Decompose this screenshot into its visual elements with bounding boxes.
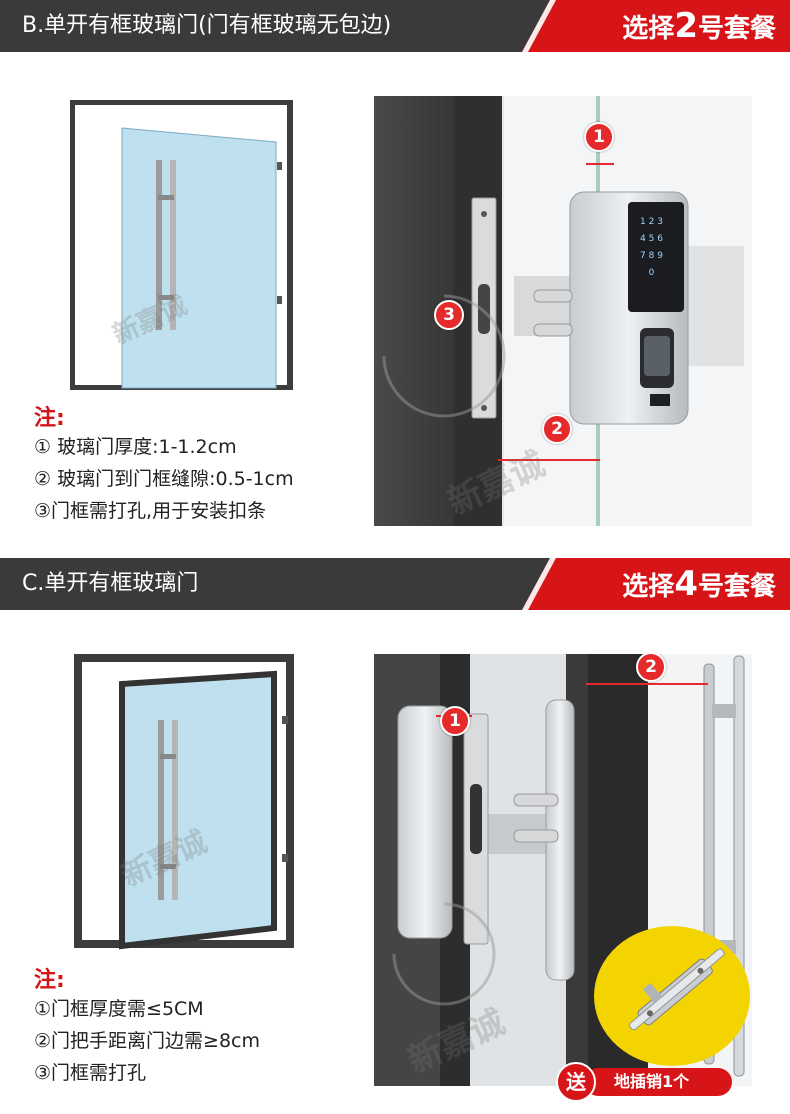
badge-shape-icon [522, 0, 790, 52]
badge-shape-icon [522, 558, 790, 610]
key-2: 2 [648, 217, 655, 227]
door-frame-glass-icon [74, 654, 294, 950]
badge-suffix: 号套餐 [697, 572, 776, 602]
note-title-c: 注: [34, 968, 65, 993]
key-8: 8 [648, 251, 655, 261]
badge-number: 4 [674, 564, 698, 604]
section-c: C.单开有框玻璃门 选择4号套餐 新嘉诚 注: ①门框厚度需≤5CM ②门把手距… [0, 558, 790, 1114]
note-c-2: ②门把手距离门边需≥8cm [34, 1030, 260, 1052]
marker-2: 2 [636, 654, 666, 682]
keypad-b: 1 2 3 4 5 6 7 8 9 0 [640, 214, 676, 282]
marker-2: 2 [542, 414, 572, 444]
key-6: 6 [657, 234, 663, 244]
marker-1: 1 [440, 706, 470, 736]
key-7: 7 [640, 251, 646, 261]
section-c-banner: C.单开有框玻璃门 选择4号套餐 [0, 558, 790, 610]
key-5: 5 [648, 234, 655, 244]
product-photo-b: 1 2 3 4 5 6 7 8 9 0 1 2 3 新嘉诚 [374, 96, 752, 526]
section-c-badge: 选择4号套餐 [522, 558, 790, 610]
note-b-1: ① 玻璃门厚度:1-1.2cm [34, 436, 237, 458]
badge-prefix: 选择 [622, 14, 675, 44]
note-b-3: ③门框需打孔,用于安装扣条 [34, 500, 267, 522]
key-4: 4 [640, 234, 646, 244]
gift-pill [584, 1068, 732, 1096]
section-c-title: C.单开有框玻璃门 [22, 571, 199, 596]
lock-installation-b-icon [374, 96, 752, 526]
section-b: B.单开有框玻璃门(门有框玻璃无包边) 选择2号套餐 新嘉诚 注: ① 玻璃门厚… [0, 0, 790, 552]
section-c-badge-text: 选择4号套餐 [622, 564, 776, 607]
marker-1: 1 [584, 122, 614, 152]
key-0: 0 [648, 268, 655, 278]
gift-badge: 送 地插销1个 [556, 1062, 736, 1102]
door-illustration-c: 新嘉诚 [74, 654, 300, 954]
key-3: 3 [657, 217, 663, 227]
marker-3: 3 [434, 300, 464, 330]
badge-prefix: 选择 [622, 572, 675, 602]
gift-text: 地插销1个 [614, 1072, 690, 1091]
floor-bolt-icon [629, 948, 725, 1031]
note-c-3: ③门框需打孔 [34, 1062, 147, 1084]
key-1: 1 [640, 217, 646, 227]
section-b-badge-text: 选择2号套餐 [622, 6, 776, 49]
badge-suffix: 号套餐 [697, 14, 776, 44]
gift-label: 送 [556, 1062, 596, 1102]
key-9: 9 [657, 251, 663, 261]
section-b-badge: 选择2号套餐 [522, 0, 790, 52]
note-title-b: 注: [34, 406, 65, 431]
door-frame-glass-icon [69, 99, 293, 391]
badge-number: 2 [674, 6, 698, 46]
note-b-2: ② 玻璃门到门框缝隙:0.5-1cm [34, 468, 294, 490]
product-photo-c: 1 2 新嘉诚 [374, 654, 752, 1086]
section-b-title: B.单开有框玻璃门(门有框玻璃无包边) [22, 13, 392, 38]
note-c-1: ①门框厚度需≤5CM [34, 998, 204, 1020]
section-b-banner: B.单开有框玻璃门(门有框玻璃无包边) 选择2号套餐 [0, 0, 790, 52]
gift-item-photo [594, 926, 750, 1066]
door-illustration-b: 新嘉诚 [69, 99, 300, 391]
